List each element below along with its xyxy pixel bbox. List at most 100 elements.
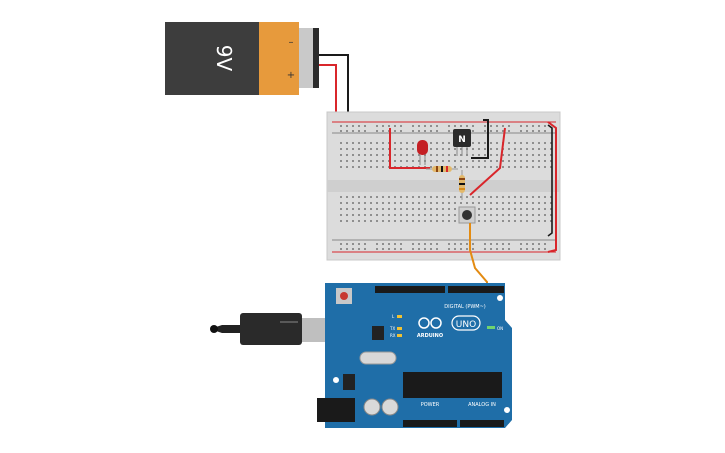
rail-hole[interactable] (346, 130, 348, 132)
breadboard-hole[interactable] (406, 202, 408, 204)
breadboard-hole[interactable] (490, 220, 492, 222)
breadboard-hole[interactable] (400, 148, 402, 150)
breadboard-hole[interactable] (442, 160, 444, 162)
breadboard-hole[interactable] (430, 208, 432, 210)
breadboard-hole[interactable] (400, 220, 402, 222)
breadboard-hole[interactable] (520, 166, 522, 168)
breadboard-hole[interactable] (520, 148, 522, 150)
battery-9v[interactable]: 9V – + (165, 22, 319, 95)
breadboard-hole[interactable] (502, 154, 504, 156)
breadboard-hole[interactable] (478, 160, 480, 162)
breadboard-hole[interactable] (400, 142, 402, 144)
breadboard-hole[interactable] (538, 142, 540, 144)
breadboard-hole[interactable] (496, 154, 498, 156)
breadboard-hole[interactable] (526, 214, 528, 216)
rail-hole[interactable] (412, 248, 414, 250)
push-button[interactable] (458, 206, 476, 224)
breadboard-hole[interactable] (370, 220, 372, 222)
breadboard-hole[interactable] (376, 148, 378, 150)
breadboard-hole[interactable] (478, 202, 480, 204)
rail-hole[interactable] (376, 243, 378, 245)
rail-hole[interactable] (346, 125, 348, 127)
breadboard-hole[interactable] (424, 220, 426, 222)
breadboard-hole[interactable] (400, 208, 402, 210)
rail-hole[interactable] (538, 125, 540, 127)
breadboard-hole[interactable] (520, 154, 522, 156)
breadboard-hole[interactable] (532, 202, 534, 204)
breadboard-hole[interactable] (382, 148, 384, 150)
rail-hole[interactable] (496, 248, 498, 250)
rail-hole[interactable] (340, 248, 342, 250)
breadboard-hole[interactable] (490, 214, 492, 216)
breadboard-hole[interactable] (364, 196, 366, 198)
breadboard-hole[interactable] (388, 208, 390, 210)
rail-hole[interactable] (484, 130, 486, 132)
breadboard-hole[interactable] (502, 166, 504, 168)
breadboard-hole[interactable] (490, 166, 492, 168)
breadboard-hole[interactable] (496, 160, 498, 162)
breadboard-hole[interactable] (364, 148, 366, 150)
breadboard-hole[interactable] (460, 154, 462, 156)
rail-hole[interactable] (388, 243, 390, 245)
breadboard-hole[interactable] (478, 220, 480, 222)
breadboard-hole[interactable] (478, 142, 480, 144)
rail-hole[interactable] (520, 243, 522, 245)
breadboard-hole[interactable] (526, 202, 528, 204)
rail-hole[interactable] (466, 248, 468, 250)
dc-power-jack[interactable] (317, 398, 355, 422)
breadboard-hole[interactable] (400, 160, 402, 162)
breadboard-hole[interactable] (418, 208, 420, 210)
breadboard-hole[interactable] (376, 196, 378, 198)
breadboard-hole[interactable] (478, 154, 480, 156)
breadboard-hole[interactable] (502, 214, 504, 216)
breadboard-hole[interactable] (418, 160, 420, 162)
breadboard-hole[interactable] (382, 202, 384, 204)
rail-hole[interactable] (436, 243, 438, 245)
breadboard-hole[interactable] (508, 202, 510, 204)
breadboard-hole[interactable] (340, 214, 342, 216)
rail-hole[interactable] (502, 248, 504, 250)
rail-hole[interactable] (352, 125, 354, 127)
breadboard-hole[interactable] (340, 220, 342, 222)
breadboard-hole[interactable] (346, 208, 348, 210)
breadboard-hole[interactable] (520, 214, 522, 216)
breadboard-hole[interactable] (514, 220, 516, 222)
breadboard-hole[interactable] (526, 142, 528, 144)
breadboard-hole[interactable] (454, 220, 456, 222)
breadboard-hole[interactable] (442, 196, 444, 198)
breadboard-hole[interactable] (412, 160, 414, 162)
breadboard-hole[interactable] (394, 208, 396, 210)
breadboard-hole[interactable] (418, 154, 420, 156)
breadboard-hole[interactable] (478, 166, 480, 168)
breadboard-hole[interactable] (532, 220, 534, 222)
rail-hole[interactable] (418, 130, 420, 132)
rail-hole[interactable] (472, 243, 474, 245)
rail-hole[interactable] (454, 248, 456, 250)
breadboard-hole[interactable] (538, 202, 540, 204)
breadboard-hole[interactable] (442, 154, 444, 156)
breadboard-hole[interactable] (460, 160, 462, 162)
breadboard-hole[interactable] (454, 208, 456, 210)
breadboard-hole[interactable] (364, 166, 366, 168)
rail-hole[interactable] (544, 248, 546, 250)
rail-bridge-red-wire[interactable] (547, 121, 557, 253)
rail-hole[interactable] (460, 125, 462, 127)
breadboard-hole[interactable] (358, 148, 360, 150)
breadboard-hole[interactable] (484, 202, 486, 204)
rail-hole[interactable] (358, 248, 360, 250)
rail-hole[interactable] (472, 248, 474, 250)
breadboard-hole[interactable] (532, 154, 534, 156)
rail-hole[interactable] (520, 248, 522, 250)
breadboard-hole[interactable] (352, 160, 354, 162)
breadboard-hole[interactable] (340, 208, 342, 210)
breadboard-hole[interactable] (382, 166, 384, 168)
breadboard-hole[interactable] (448, 208, 450, 210)
rail-hole[interactable] (508, 248, 510, 250)
rail-hole[interactable] (424, 248, 426, 250)
rail-hole[interactable] (430, 243, 432, 245)
breadboard-hole[interactable] (424, 196, 426, 198)
breadboard-hole[interactable] (382, 214, 384, 216)
breadboard-hole[interactable] (490, 208, 492, 210)
breadboard-hole[interactable] (454, 166, 456, 168)
breadboard-hole[interactable] (544, 196, 546, 198)
